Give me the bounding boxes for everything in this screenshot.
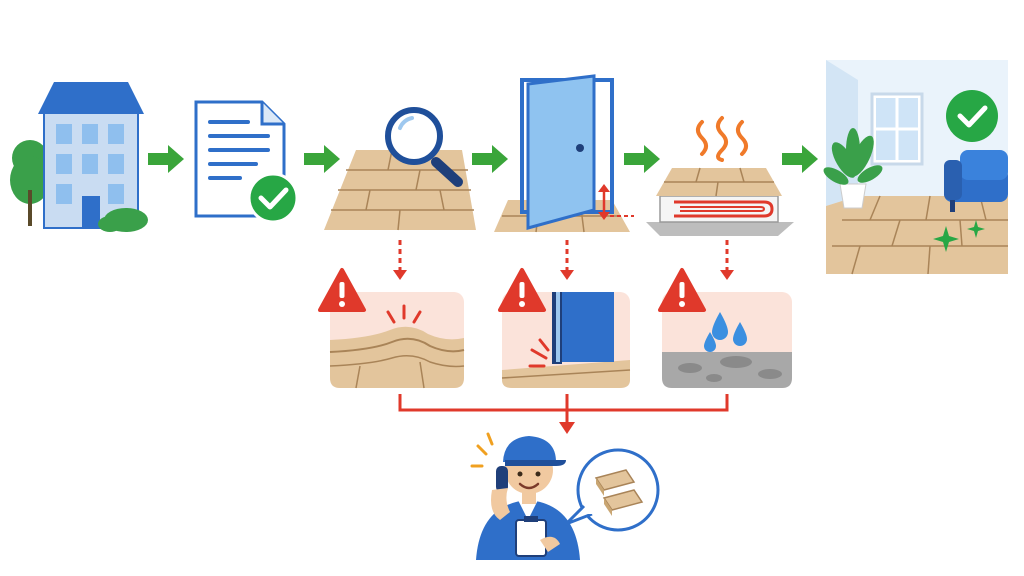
flow-arrow-4 — [624, 145, 660, 173]
flow-arrow-1 — [148, 145, 184, 173]
problem-connector — [398, 394, 729, 434]
door-gap-warning-icon — [498, 268, 631, 388]
finished-room-icon — [823, 60, 1008, 275]
moisture-warning-icon — [658, 268, 792, 388]
dashed-arrow-door-gap — [560, 240, 574, 280]
flow-arrow-5 — [782, 145, 818, 173]
door-clearance-icon — [494, 74, 634, 233]
buckled-floor-warning-icon — [318, 268, 465, 389]
flow-arrow-3 — [472, 145, 508, 173]
flow-arrow-2 — [304, 145, 340, 173]
magnifier-floor-icon — [324, 107, 476, 231]
approved-document-icon — [194, 100, 299, 224]
underfloor-heating-icon — [646, 116, 794, 236]
dashed-arrow-buckling — [393, 240, 407, 280]
floor-plank-bubble-icon — [564, 448, 660, 532]
dashed-arrow-moisture — [720, 240, 734, 280]
apartment-building-icon — [10, 82, 148, 232]
technician-phone-icon — [470, 432, 580, 560]
